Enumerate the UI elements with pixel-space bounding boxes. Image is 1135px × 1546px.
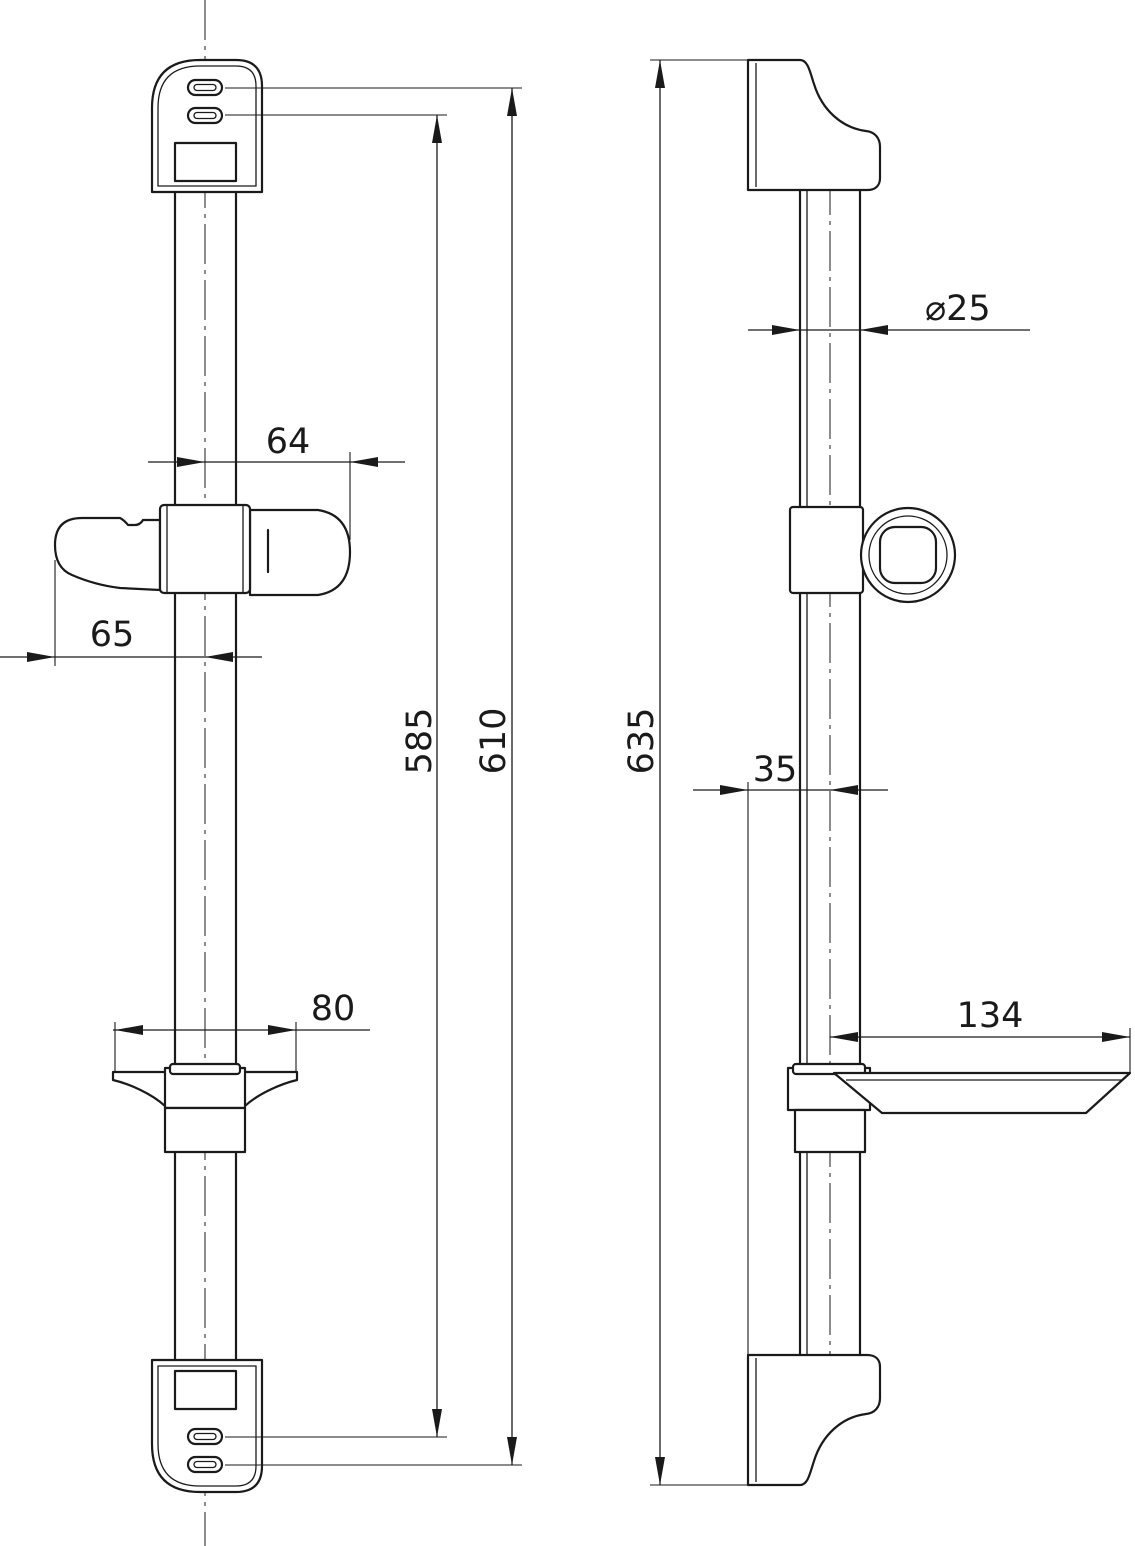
side-view: 635 ⌀25 134 35: [622, 58, 1132, 1487]
front-soap-dish-collar-cap: [168, 1062, 242, 1076]
dimension-diameter-25-arrow-left: [772, 325, 800, 335]
side-slider-ring-socket: [878, 525, 938, 585]
dimension-65-arrow-right: [205, 652, 233, 662]
dimension-diameter-25-label: ⌀25: [925, 289, 991, 329]
dimension-35-arrow-right: [830, 785, 858, 795]
dimension-610-arrow-top: [507, 88, 517, 116]
front-slider-right-body: [248, 508, 352, 597]
front-bottom-bracket-inner-outline: [157, 1365, 257, 1487]
front-top-bracket-slot-upper-inner: [193, 83, 217, 92]
front-slider-left-body: [53, 516, 162, 592]
dimension-80-arrow-right: [268, 1025, 296, 1035]
side-slider-band: [788, 505, 865, 595]
side-slider-ring-inner: [868, 515, 948, 595]
dimension-134-label: 134: [957, 996, 1024, 1036]
front-view: 64 65 80 585: [0, 0, 522, 1546]
dimension-134-arrow-left: [830, 1032, 858, 1042]
dimension-635: 635: [622, 59, 748, 1486]
side-slider-holder: [788, 505, 957, 604]
dimension-64: 64: [148, 422, 405, 540]
front-slider-holder: [53, 503, 352, 597]
side-top-bracket: [746, 58, 882, 192]
dimension-134: 134: [830, 996, 1131, 1072]
side-bottom-bracket-outline: [746, 1353, 882, 1487]
front-top-bracket-window: [173, 141, 238, 183]
dimension-80: 80: [113, 989, 370, 1073]
front-bottom-bracket-slot-lower-inner: [193, 1460, 217, 1469]
dimension-64-arrow-left: [177, 457, 205, 467]
front-soap-dish-sleeve: [163, 1106, 247, 1154]
dimension-diameter-25: ⌀25: [748, 289, 1030, 335]
front-top-bracket-inner-outline: [157, 65, 257, 187]
front-bottom-bracket-slot-upper-inner: [193, 1432, 217, 1441]
front-rail-tube: [173, 190, 238, 1362]
front-top-bracket-slot-lower-inner: [193, 111, 217, 120]
dimension-35: 35: [693, 750, 888, 1358]
dimension-65-arrow-left: [27, 652, 55, 662]
front-bottom-bracket-slot-lower: [186, 1455, 224, 1474]
front-bottom-bracket: [150, 1358, 264, 1494]
dimension-610-label: 610: [474, 708, 514, 775]
front-bottom-bracket-window: [173, 1369, 238, 1411]
dimension-635-arrow-bottom: [655, 1457, 665, 1485]
dimension-134-arrow-right: [1102, 1032, 1130, 1042]
dimension-diameter-25-arrow-right: [860, 325, 888, 335]
dimension-610-arrow-bottom: [507, 1437, 517, 1465]
front-soap-dish: [111, 1062, 299, 1154]
side-soap-dish-collar-cap: [791, 1062, 867, 1076]
dimension-65: 65: [0, 560, 262, 666]
dimension-35-label: 35: [753, 750, 798, 790]
dimension-635-arrow-top: [655, 60, 665, 88]
front-slider-band: [158, 503, 252, 595]
dimension-585-arrow-bottom: [432, 1409, 442, 1437]
front-top-bracket: [150, 58, 264, 194]
dimension-64-arrow-right: [350, 457, 378, 467]
dimension-80-arrow-left: [115, 1025, 143, 1035]
side-top-bracket-outline: [746, 58, 882, 192]
dimension-64-label: 64: [266, 422, 311, 462]
side-rail-tube: [798, 188, 862, 1357]
front-top-bracket-slot-lower: [186, 106, 224, 125]
dimension-610: 610: [225, 87, 522, 1466]
front-top-bracket-slot-upper: [186, 78, 224, 97]
front-bottom-bracket-slot-upper: [186, 1427, 224, 1446]
dimension-65-label: 65: [90, 615, 135, 655]
side-soap-dish-tray: [832, 1071, 1132, 1115]
dimension-585-label: 585: [400, 708, 440, 775]
dimension-585: 585: [225, 114, 447, 1438]
dimension-80-label: 80: [311, 989, 356, 1029]
side-bottom-bracket: [746, 1353, 882, 1487]
dimension-35-arrow-left: [720, 785, 748, 795]
dimension-635-label: 635: [622, 708, 662, 775]
side-soap-dish-sleeve: [793, 1108, 867, 1154]
dimension-585-arrow-top: [432, 115, 442, 143]
side-soap-dish: [786, 1062, 1132, 1154]
